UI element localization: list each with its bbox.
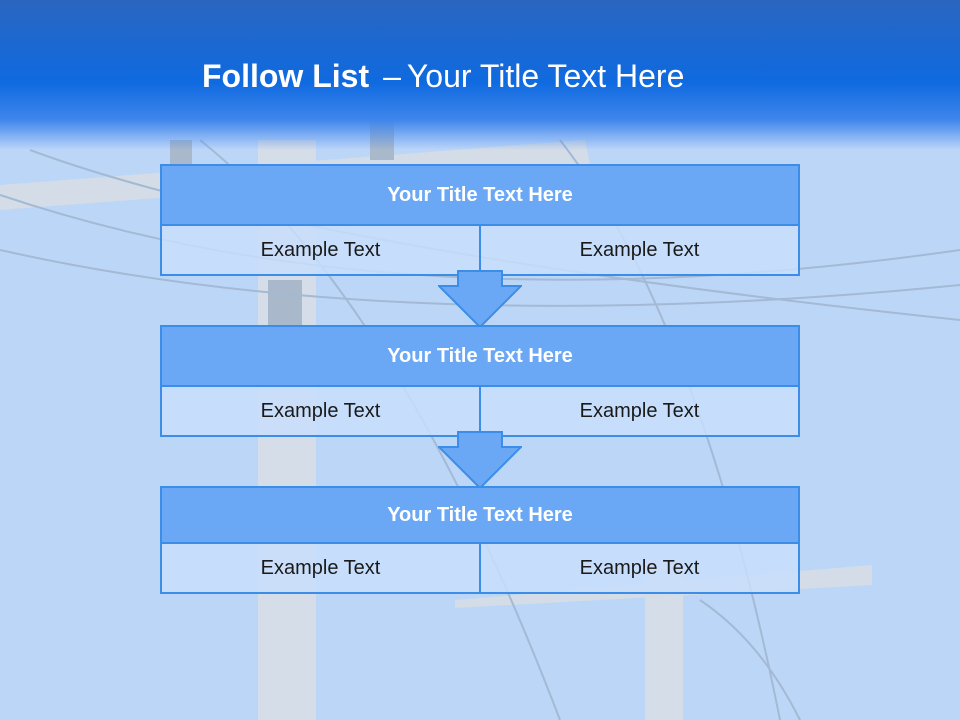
slide-title-rest: Your Title Text Here xyxy=(406,58,685,94)
step-row: Example Text Example Text xyxy=(162,226,798,274)
slide-title-bold: Follow List xyxy=(202,58,370,94)
step-cell-right: Example Text xyxy=(479,387,798,435)
header-band xyxy=(0,0,960,150)
slide-title: Follow List–Your Title Text Here xyxy=(202,56,684,96)
step-row: Example Text Example Text xyxy=(162,387,798,435)
step-row: Example Text Example Text xyxy=(162,544,798,592)
step-title: Your Title Text Here xyxy=(162,488,798,544)
step-box-3: Your Title Text Here Example Text Exampl… xyxy=(160,486,800,594)
slide-title-dash: – xyxy=(383,58,401,94)
step-title: Your Title Text Here xyxy=(162,166,798,226)
step-cell-right: Example Text xyxy=(479,226,798,274)
step-box-2: Your Title Text Here Example Text Exampl… xyxy=(160,325,800,437)
down-arrow-icon xyxy=(438,431,522,489)
step-cell-left: Example Text xyxy=(260,556,381,579)
step-box-1: Your Title Text Here Example Text Exampl… xyxy=(160,164,800,276)
step-cell-right: Example Text xyxy=(479,544,798,592)
step-title: Your Title Text Here xyxy=(162,327,798,387)
down-arrow-icon xyxy=(438,270,522,328)
step-cell-left: Example Text xyxy=(260,238,381,261)
step-cell-left: Example Text xyxy=(260,399,381,422)
